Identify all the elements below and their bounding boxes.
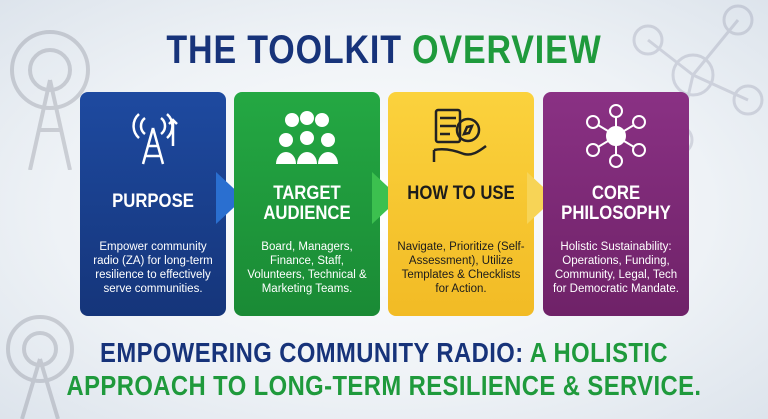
card-heading: PURPOSE — [112, 191, 194, 212]
card-description: Board, Managers, Finance, Staff, Volunte… — [247, 241, 367, 295]
footer-line1-part2: A HOLISTIC — [529, 337, 668, 368]
card-core-philosophy: CORE PHILOSOPHY Holistic Sustainability:… — [543, 92, 689, 316]
footer-line-2: APPROACH TO LONG-TERM RESILIENCE & SERVI… — [66, 370, 702, 401]
title-part2: OVERVIEW — [412, 28, 602, 72]
card-heading: HOW TO USE — [407, 183, 515, 204]
checklist-compass-icon — [388, 106, 534, 166]
radio-tower-icon — [80, 106, 226, 166]
title-part1: THE TOOLKIT — [166, 28, 402, 72]
radio-tower-background-icon — [6, 315, 74, 419]
card-heading: CORE PHILOSOPHY — [561, 183, 671, 224]
footer-line-1: EMPOWERING COMMUNITY RADIO: A HOLISTIC — [58, 337, 711, 369]
card-description: Navigate, Prioritize (Self-Assessment), … — [397, 241, 525, 295]
card-description: Empower community radio (ZA) for long-te… — [93, 241, 213, 295]
card-purpose: PURPOSE Empower community radio (ZA) for… — [80, 92, 226, 316]
card-target-audience: TARGET AUDIENCE Board, Managers, Finance… — [234, 92, 380, 316]
card-how-to-use: HOW TO USE Navigate, Prioritize (Self-As… — [388, 92, 534, 316]
card-heading: TARGET AUDIENCE — [263, 183, 351, 224]
footer-line1-part1: EMPOWERING COMMUNITY RADIO: — [100, 337, 524, 368]
network-hub-icon — [543, 104, 689, 168]
radio-tower-background-icon — [10, 30, 90, 170]
card-description: Holistic Sustainability: Operations, Fun… — [553, 241, 679, 295]
people-group-icon — [234, 106, 380, 166]
page-title: THE TOOLKIT OVERVIEW — [58, 28, 711, 72]
